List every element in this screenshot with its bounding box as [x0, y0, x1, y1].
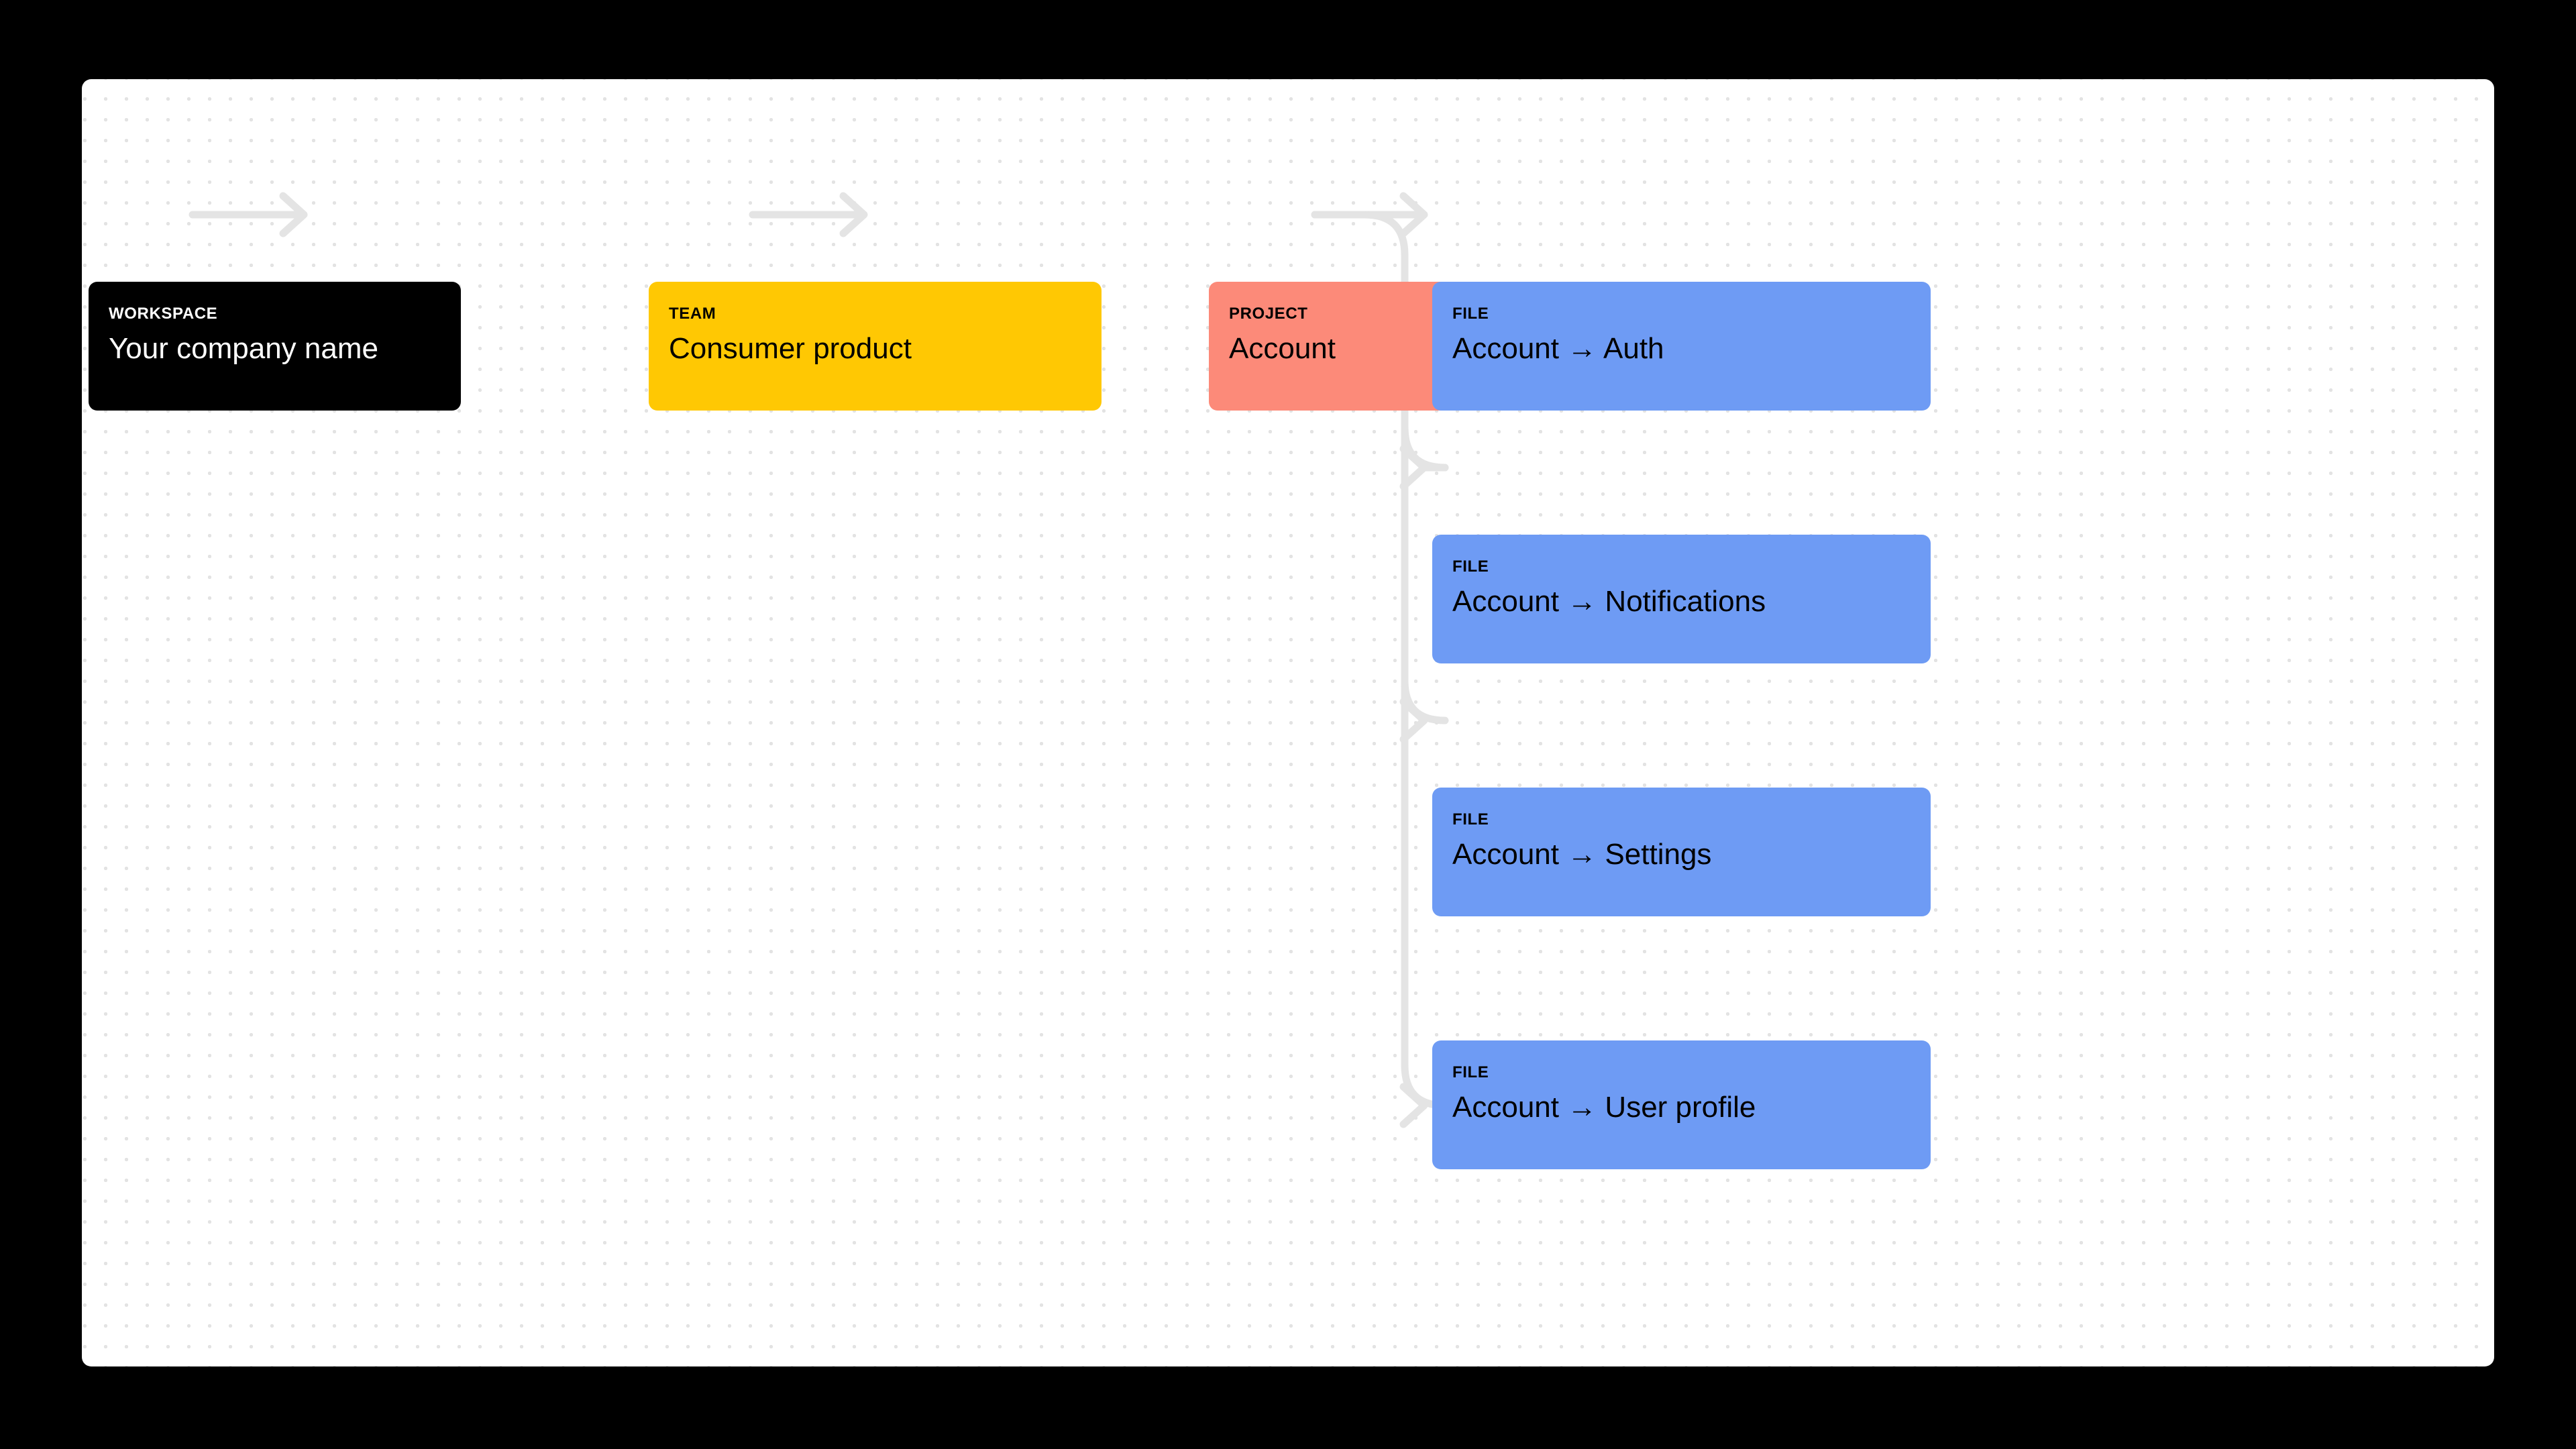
edge-workspace-to-team — [189, 192, 308, 237]
node-workspace-kicker: WORKSPACE — [109, 305, 218, 323]
edge-project-to-file-settings — [1399, 677, 1449, 743]
node-file-settings-kicker: FILE — [1452, 810, 1489, 828]
node-file-auth-kicker: FILE — [1452, 305, 1489, 323]
node-project-kicker: PROJECT — [1229, 305, 1308, 323]
node-team[interactable]: TEAM Consumer product — [649, 282, 1102, 411]
node-file-notifications[interactable]: FILE Account → Notifications — [1432, 535, 1931, 663]
edge-project-to-file-notifications — [1399, 424, 1449, 490]
node-workspace[interactable]: WORKSPACE Your company name — [89, 282, 461, 411]
node-project-title: Account — [1229, 332, 1336, 365]
node-file-auth[interactable]: FILE Account → Auth — [1432, 282, 1931, 411]
node-file-settings-title: Account → Settings — [1452, 838, 1712, 871]
node-team-title: Consumer product — [669, 332, 912, 365]
node-file-settings[interactable]: FILE Account → Settings — [1432, 788, 1931, 916]
connector-layer — [189, 192, 1449, 1128]
node-workspace-title: Your company name — [109, 332, 378, 365]
node-team-kicker: TEAM — [669, 305, 716, 323]
edge-project-to-file-user-profile — [1399, 1083, 1428, 1128]
edge-team-to-project — [749, 192, 868, 237]
edge-project-to-file-auth — [1311, 192, 1428, 237]
node-file-user-profile[interactable]: FILE Account → User profile — [1432, 1040, 1931, 1169]
node-file-notifications-title: Account → Notifications — [1452, 585, 1766, 618]
node-file-notifications-kicker: FILE — [1452, 557, 1489, 576]
node-file-user-profile-title: Account → User profile — [1452, 1091, 1756, 1124]
diagram-canvas[interactable]: WORKSPACE Your company name TEAM Consume… — [82, 79, 2494, 1366]
node-file-auth-title: Account → Auth — [1452, 332, 1664, 365]
node-file-user-profile-kicker: FILE — [1452, 1063, 1489, 1081]
